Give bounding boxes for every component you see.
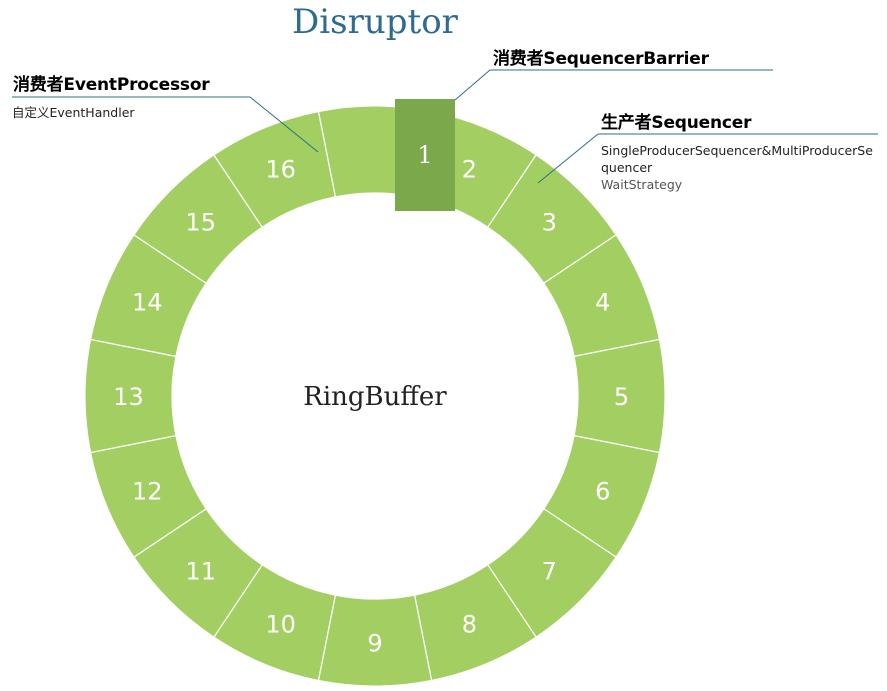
sequencer-barrier-leader (454, 69, 491, 101)
ring-segment-label-12: 12 (132, 477, 163, 505)
ring-segment-label-9: 9 (367, 630, 382, 658)
sequencer-title: 生产者Sequencer (601, 113, 752, 133)
sequencer-wait-strategy: WaitStrategy (601, 177, 683, 192)
ring-segment-label-7: 7 (542, 557, 557, 585)
ring-segment-label-13: 13 (113, 383, 144, 411)
sequencer-producer-types: SingleProducerSequencer&MultiProducerSeq… (601, 143, 873, 175)
event-processor-title: 消费者EventProcessor (13, 75, 210, 95)
ring-segment-label-6: 6 (595, 477, 610, 505)
event-processor-leader (249, 96, 319, 153)
ring-buffer: 2 3 4 5 6 7 8 9 10 11 12 13 14 15 16 (84, 105, 666, 687)
ring-segment-label-15: 15 (185, 209, 216, 237)
ring-segment-label-5: 5 (614, 383, 629, 411)
sequencer-barrier-title: 消费者SequencerBarrier (493, 49, 709, 69)
ring-segment-16 (213, 110, 337, 229)
ring-segment-label-3: 3 (542, 209, 557, 237)
ring-segment-label-4: 4 (595, 289, 610, 317)
ring-segment-label-8: 8 (462, 611, 477, 639)
highlighted-slot (395, 99, 455, 211)
ring-segment-label-16: 16 (265, 155, 296, 183)
ring-segment-label-2: 2 (462, 155, 477, 183)
ring-buffer-label: RingBuffer (303, 382, 447, 412)
ring-segment-label-11: 11 (185, 557, 216, 585)
diagram-title: Disruptor (292, 2, 459, 42)
ring-segment-label-14: 14 (132, 289, 163, 317)
highlighted-slot-label: 1 (417, 141, 432, 169)
sequencer-leader (537, 133, 599, 184)
ring-segment-label-10: 10 (265, 611, 296, 639)
event-processor-subtitle: 自定义EventHandler (12, 105, 135, 120)
